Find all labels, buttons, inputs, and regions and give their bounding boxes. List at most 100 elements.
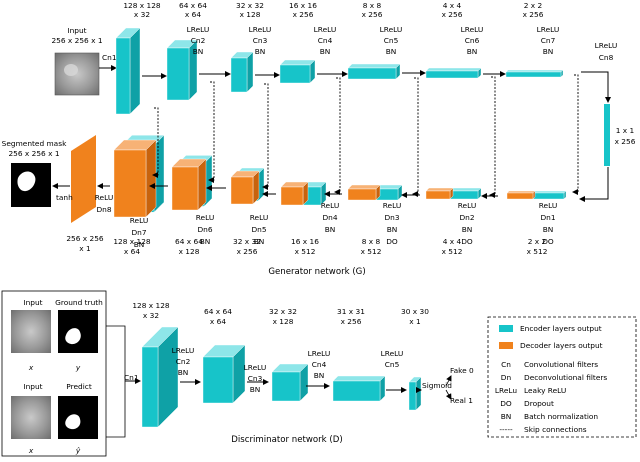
arrow bbox=[445, 375, 452, 387]
decoder-layer-2 bbox=[425, 187, 454, 200]
gen-input-dim: 256 x 256 x 1 bbox=[51, 36, 102, 45]
decoder-layer-8 bbox=[71, 135, 96, 223]
decoder-skip-3 bbox=[375, 184, 403, 201]
skip-connection bbox=[334, 77, 341, 195]
gen-input-label: Input bbox=[67, 26, 86, 35]
legend-frame bbox=[487, 316, 637, 438]
legend-encoder-swatch bbox=[499, 325, 513, 332]
legend-desc-3: Leaky ReLU bbox=[524, 386, 566, 395]
pair1-left-var: x bbox=[28, 363, 34, 372]
skip-connection bbox=[412, 77, 419, 197]
input-pairs-frame bbox=[1, 290, 107, 457]
bottleneck-block bbox=[604, 104, 610, 166]
pair2-right-var: ŷ bbox=[75, 446, 81, 455]
disc-layer-label-1: Cn1 bbox=[124, 373, 139, 382]
input-bracket bbox=[106, 325, 126, 438]
legend-decoder-swatch bbox=[499, 342, 513, 349]
disc-layer-2 bbox=[202, 344, 246, 404]
segmented-mask-image bbox=[11, 163, 51, 207]
decoder-skip-2 bbox=[449, 187, 482, 200]
arrow bbox=[445, 389, 452, 400]
encoder-layer-4 bbox=[279, 59, 316, 84]
skip-connection bbox=[262, 83, 269, 190]
discriminator-network: Input Ground truth x y Input Predict x ŷ… bbox=[1, 290, 474, 457]
legend-key-6: ----- bbox=[499, 425, 513, 434]
skip-connection bbox=[152, 107, 159, 178]
encoder-layer-5 bbox=[347, 63, 401, 80]
decoder-layer-6 bbox=[171, 158, 207, 211]
gen-input-image bbox=[54, 52, 100, 96]
pair2-right-title: Predict bbox=[66, 382, 92, 391]
legend-desc-1: Convolutional filters bbox=[524, 360, 598, 369]
encoder-layer-2 bbox=[166, 39, 198, 101]
legend-key-4: DO bbox=[500, 399, 512, 408]
disc-layer-5 bbox=[408, 376, 422, 411]
gen-output-activation: tanh bbox=[56, 193, 73, 202]
pair1-right-title: Ground truth bbox=[55, 298, 103, 307]
decoder-skip-1 bbox=[532, 190, 567, 200]
disc-layer-4 bbox=[332, 375, 386, 402]
real-label: Real 1 bbox=[450, 396, 473, 405]
discriminator-caption: Discriminator network (D) bbox=[231, 435, 342, 445]
pair1-left-title: Input bbox=[23, 298, 42, 307]
legend-key-3: LReLu bbox=[495, 386, 517, 395]
legend: Encoder layers output Decoder layers out… bbox=[487, 316, 637, 438]
gen-output-dim: 256 x 256 x 1 bbox=[8, 149, 59, 158]
encoder-layer-7 bbox=[505, 69, 564, 78]
sigmoid-label: Sigmoid bbox=[422, 381, 452, 390]
pair1-right-var: y bbox=[75, 363, 81, 372]
pair2-left-title: Input bbox=[23, 382, 42, 391]
disc-layer-3 bbox=[271, 363, 309, 402]
decoder-layer-3 bbox=[347, 184, 381, 201]
pair1-input-image bbox=[11, 310, 51, 353]
legend-desc-5: Batch normalization bbox=[524, 412, 598, 421]
skip-connection bbox=[572, 74, 579, 195]
legend-decoder-label: Decoder layers output bbox=[520, 341, 603, 350]
legend-desc-6: Skip connections bbox=[524, 425, 587, 434]
arrow bbox=[581, 71, 611, 103]
encoder-layer-6 bbox=[425, 67, 482, 79]
legend-desc-4: Dropout bbox=[524, 399, 554, 408]
arrow bbox=[579, 167, 609, 202]
skip-connection bbox=[208, 81, 215, 183]
gen-input-layer-label: Cn1 bbox=[102, 53, 117, 62]
legend-key-2: Dn bbox=[501, 373, 512, 382]
decoder-layer-5 bbox=[230, 170, 260, 205]
skip-connection bbox=[489, 76, 496, 198]
